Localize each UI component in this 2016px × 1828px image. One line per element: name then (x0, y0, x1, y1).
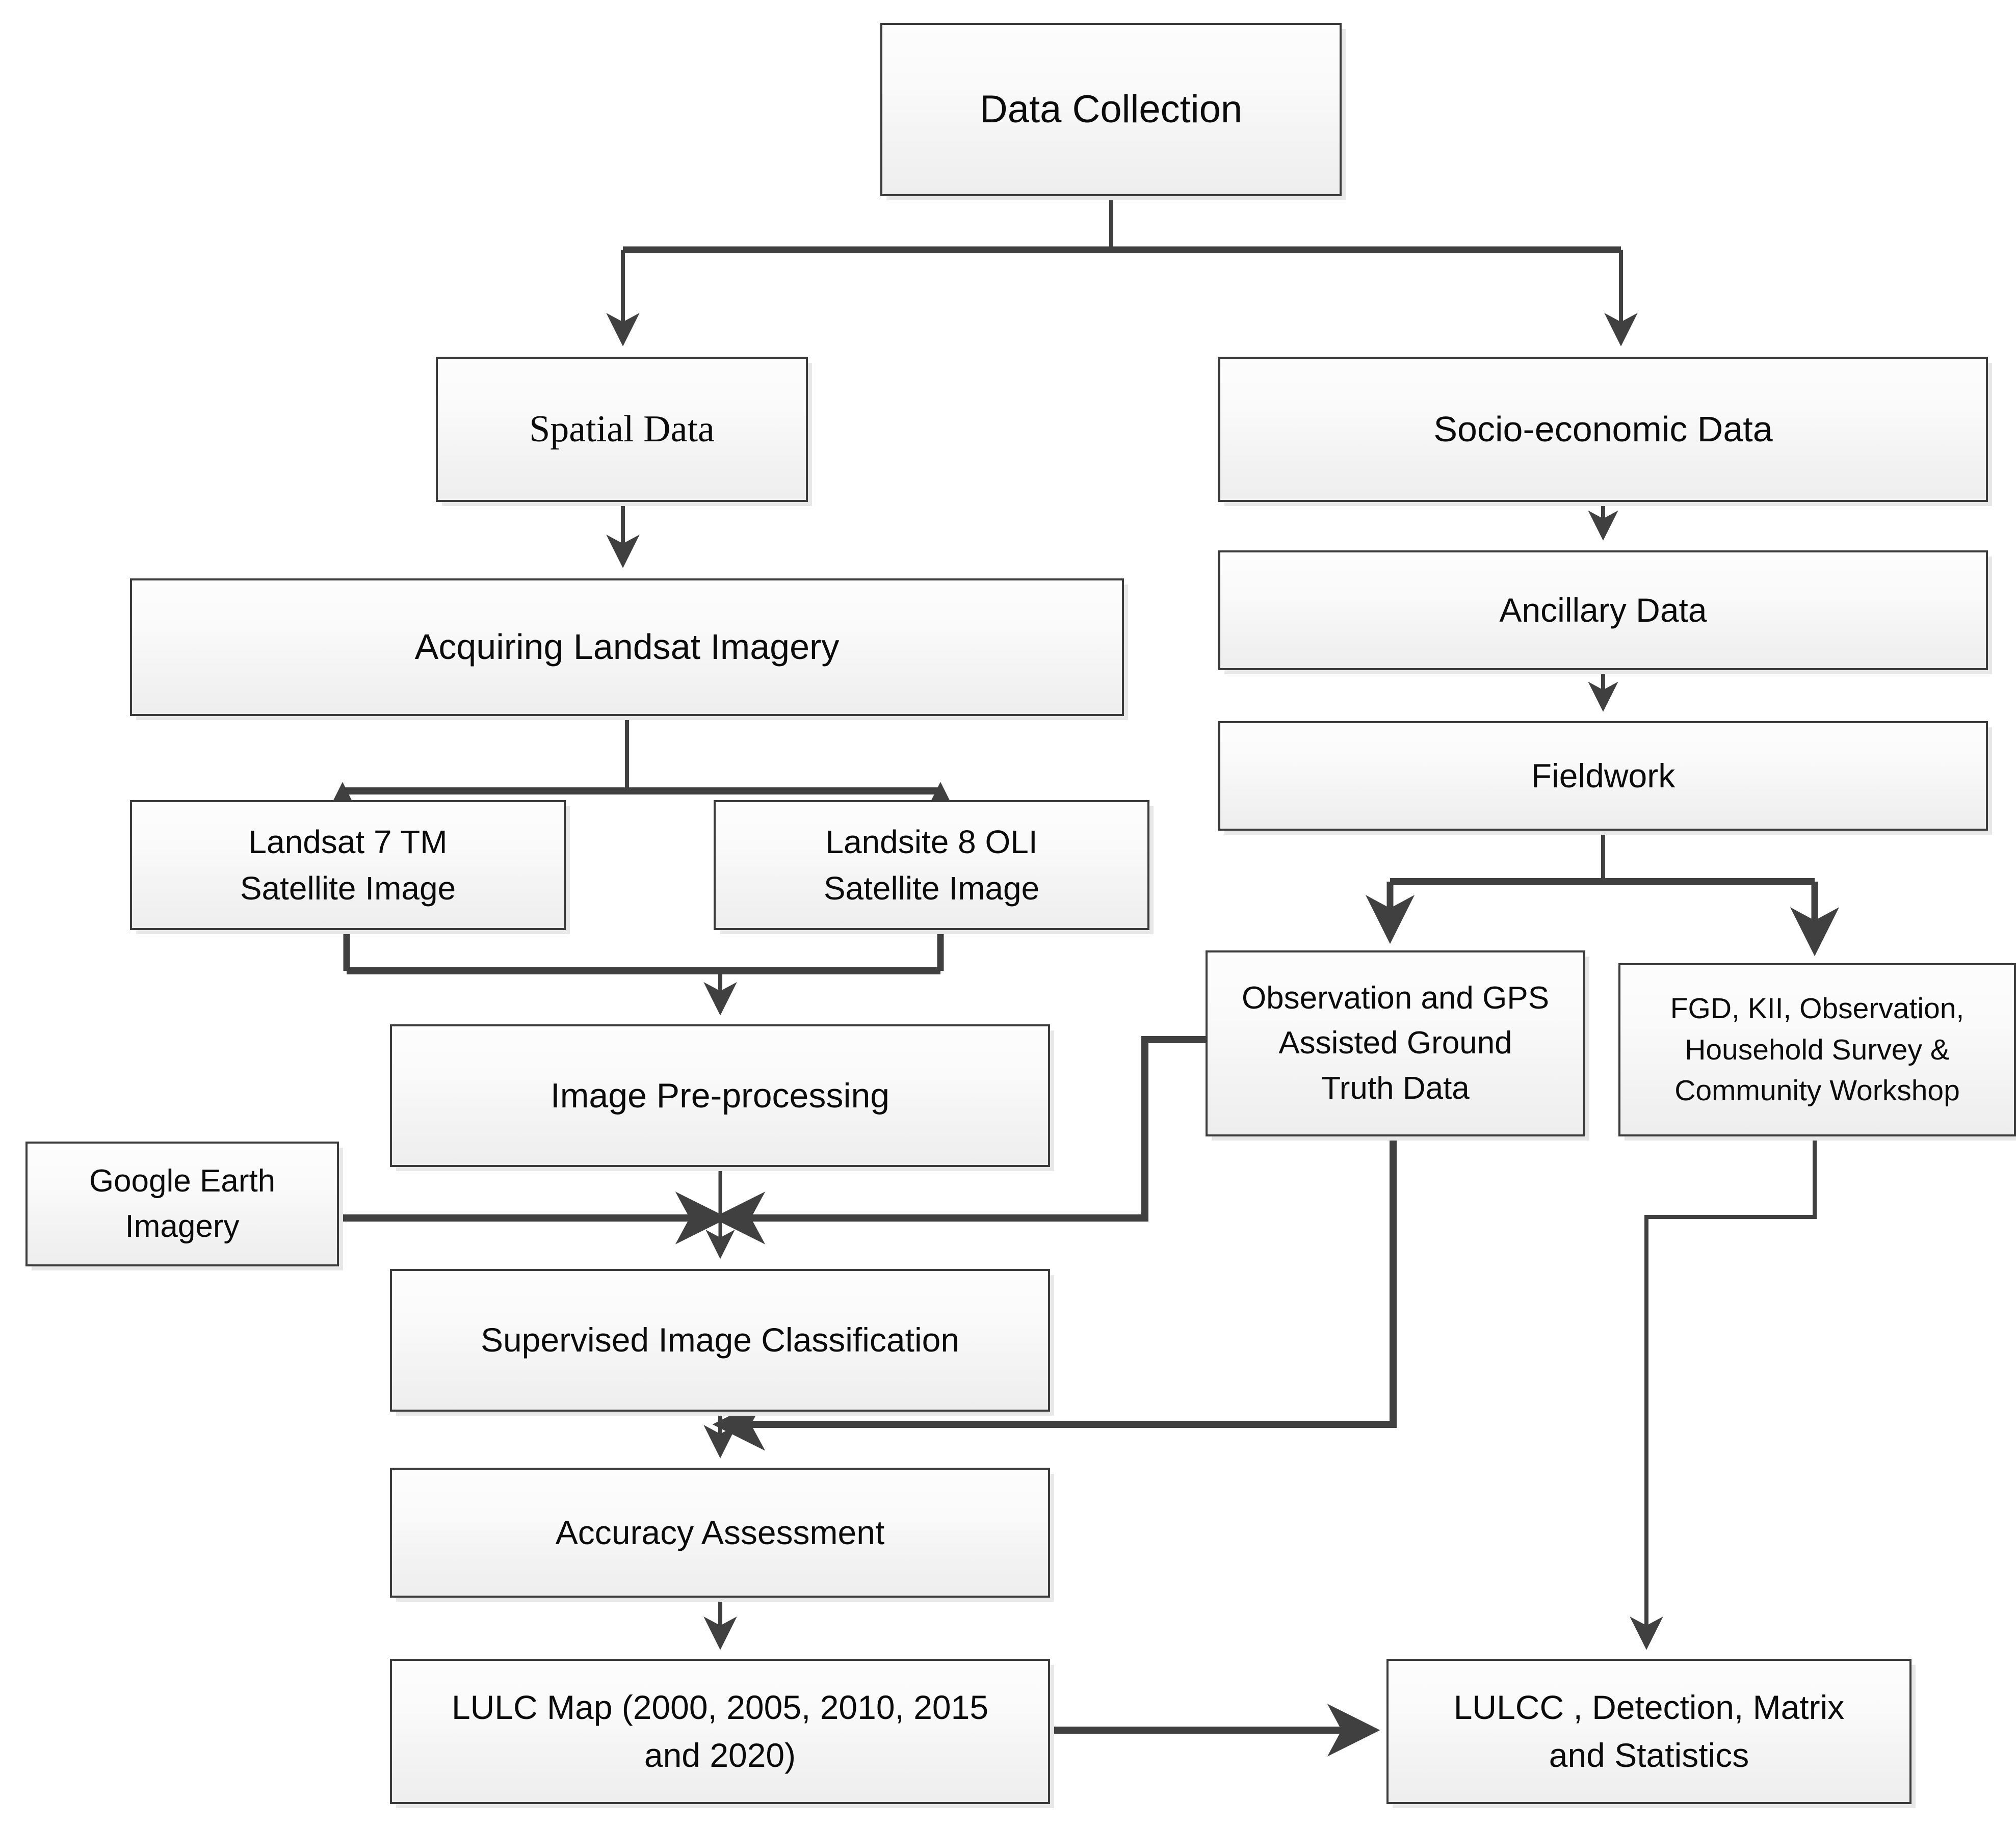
node-fgd-kii[interactable]: FGD, KII, Observation, Household Survey … (1618, 963, 2016, 1136)
node-socio-economic-data[interactable]: Socio-economic Data (1218, 357, 1988, 502)
node-spatial-data[interactable]: Spatial Data (436, 357, 808, 502)
node-label: Acquiring Landsat Imagery (414, 627, 840, 667)
node-label: Google Earth Imagery (89, 1163, 276, 1244)
node-label: Fieldwork (1531, 756, 1675, 794)
node-label: Observation and GPS Assisted Ground Trut… (1241, 981, 1550, 1106)
node-ancillary-data[interactable]: Ancillary Data (1218, 550, 1988, 670)
node-label: Supervised Image Classification (480, 1321, 960, 1359)
edge-fgd-to-lulcc (1630, 1136, 1817, 1650)
node-label: LULCC , Detection, Matrix and Statistics (1453, 1688, 1845, 1774)
node-label: Ancillary Data (1499, 591, 1707, 629)
node-acquiring-landsat[interactable]: Acquiring Landsat Imagery (130, 578, 1124, 716)
node-label: Image Pre-processing (550, 1076, 890, 1115)
node-label: Accuracy Assessment (555, 1513, 885, 1551)
node-label: Landsat 7 TM Satellite Image (240, 823, 456, 907)
node-landsat7-tm[interactable]: Landsat 7 TM Satellite Image (130, 800, 566, 930)
edge-observation-to-accuracy (712, 1136, 1397, 1451)
node-supervised-classification[interactable]: Supervised Image Classification (390, 1269, 1050, 1412)
node-lulcc-detection[interactable]: LULCC , Detection, Matrix and Statistics (1386, 1659, 1912, 1804)
node-lulc-map[interactable]: LULC Map (2000, 2005, 2010, 2015 and 202… (390, 1659, 1050, 1804)
edge-observation-to-classification (712, 1036, 1206, 1244)
node-label: Landsite 8 OLI Satellite Image (823, 823, 1040, 907)
node-label: LULC Map (2000, 2005, 2010, 2015 and 202… (451, 1688, 989, 1774)
node-observation-gps[interactable]: Observation and GPS Assisted Ground Trut… (1206, 950, 1585, 1136)
node-image-preprocessing[interactable]: Image Pre-processing (390, 1024, 1050, 1167)
node-google-earth-imagery[interactable]: Google Earth Imagery (25, 1142, 339, 1266)
node-accuracy-assessment[interactable]: Accuracy Assessment (390, 1468, 1050, 1598)
node-landsite8-oli[interactable]: Landsite 8 OLI Satellite Image (714, 800, 1149, 930)
node-label: Data Collection (979, 88, 1243, 131)
node-fieldwork[interactable]: Fieldwork (1218, 721, 1988, 831)
node-data-collection[interactable]: Data Collection (880, 23, 1342, 196)
node-label: Spatial Data (529, 408, 715, 450)
node-label: Socio-economic Data (1433, 409, 1773, 449)
node-label: FGD, KII, Observation, Household Survey … (1670, 992, 1965, 1107)
